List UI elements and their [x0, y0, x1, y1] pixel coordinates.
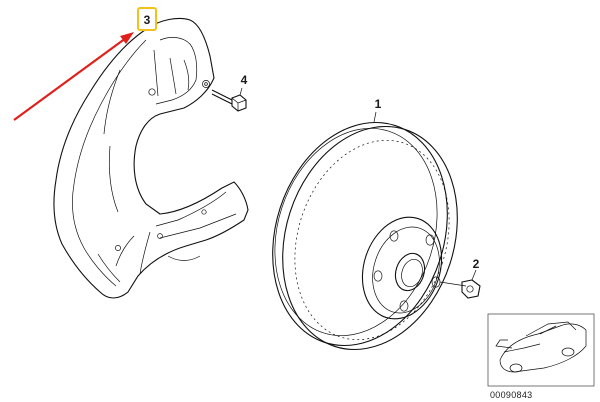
dust-shield — [53, 17, 249, 299]
leader-1 — [373, 111, 377, 123]
car-thumbnail-icon — [487, 313, 595, 387]
set-screw — [439, 269, 481, 299]
callout-1: 1 — [375, 97, 382, 111]
reference-number: 00090843 — [490, 390, 532, 400]
callout-2: 2 — [473, 257, 480, 271]
red-pointer-arrow-icon — [13, 32, 134, 121]
callout-4: 4 — [241, 73, 248, 87]
brake-rotor — [272, 121, 458, 351]
callout-3: 3 — [144, 13, 151, 27]
lug-holes — [373, 230, 441, 312]
hex-bolt — [211, 87, 247, 112]
callout-3-highlight — [137, 7, 157, 31]
